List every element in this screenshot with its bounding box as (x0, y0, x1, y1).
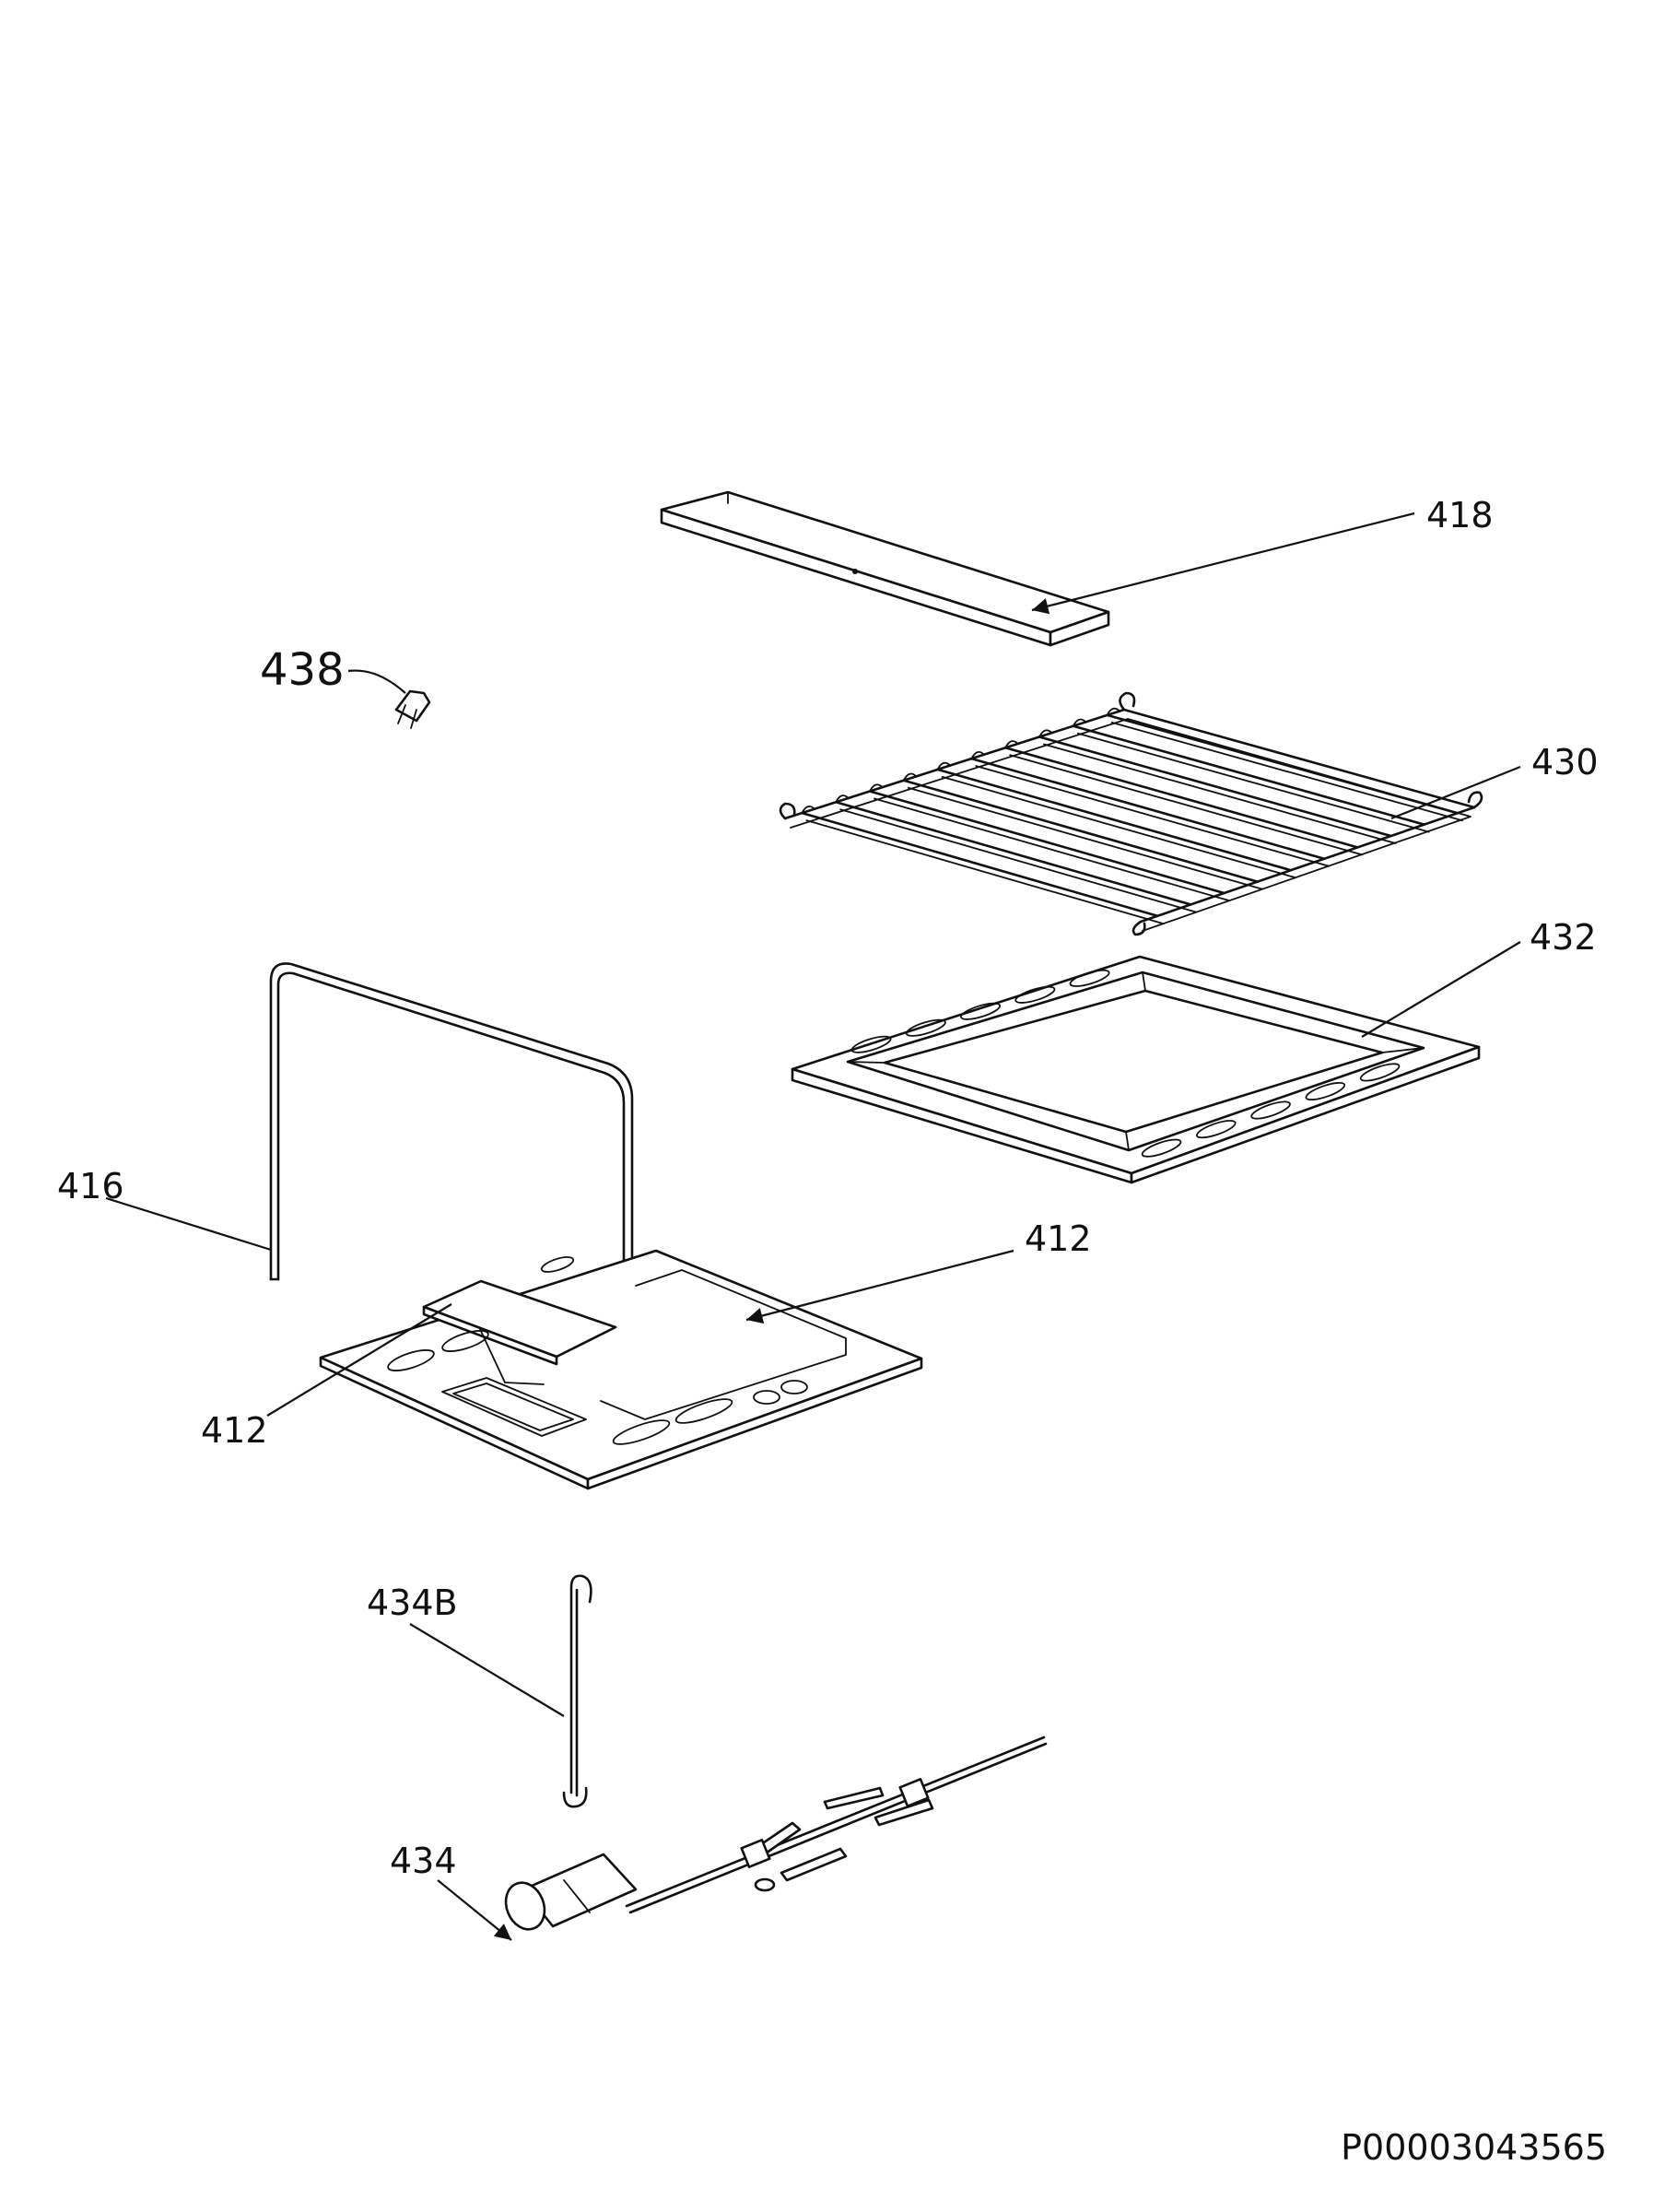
leader-418 (1031, 512, 1415, 615)
callout-430: 430 (1531, 742, 1599, 782)
callout-412-right: 412 (1025, 1218, 1092, 1259)
callout-434b: 434B (367, 1583, 458, 1623)
leader-434 (437, 1879, 512, 1941)
part-412-base-plate (319, 1249, 923, 1490)
leader-412-left (266, 1303, 452, 1417)
callout-432: 432 (1530, 917, 1597, 958)
callout-438: 438 (260, 644, 345, 696)
part-438-clip (394, 689, 431, 729)
part-434-rotisserie-spit (504, 1735, 1048, 1931)
callout-418: 418 (1426, 495, 1494, 535)
part-432-tray (791, 955, 1481, 1184)
leader-412-right (745, 1249, 1014, 1324)
part-430-wire-rack (779, 691, 1483, 936)
callout-416: 416 (57, 1166, 124, 1206)
part-418-strip (660, 490, 1110, 647)
callout-412-left: 412 (201, 1410, 268, 1451)
document-number: P00003043565 (1341, 2127, 1607, 2168)
leader-416 (105, 1196, 272, 1252)
leader-438 (347, 669, 406, 694)
callout-434: 434 (390, 1841, 457, 1881)
leader-432 (1361, 941, 1521, 1038)
leader-430 (1390, 765, 1521, 820)
part-434b-hook-rod (562, 1574, 592, 1808)
leader-434b (409, 1623, 565, 1717)
